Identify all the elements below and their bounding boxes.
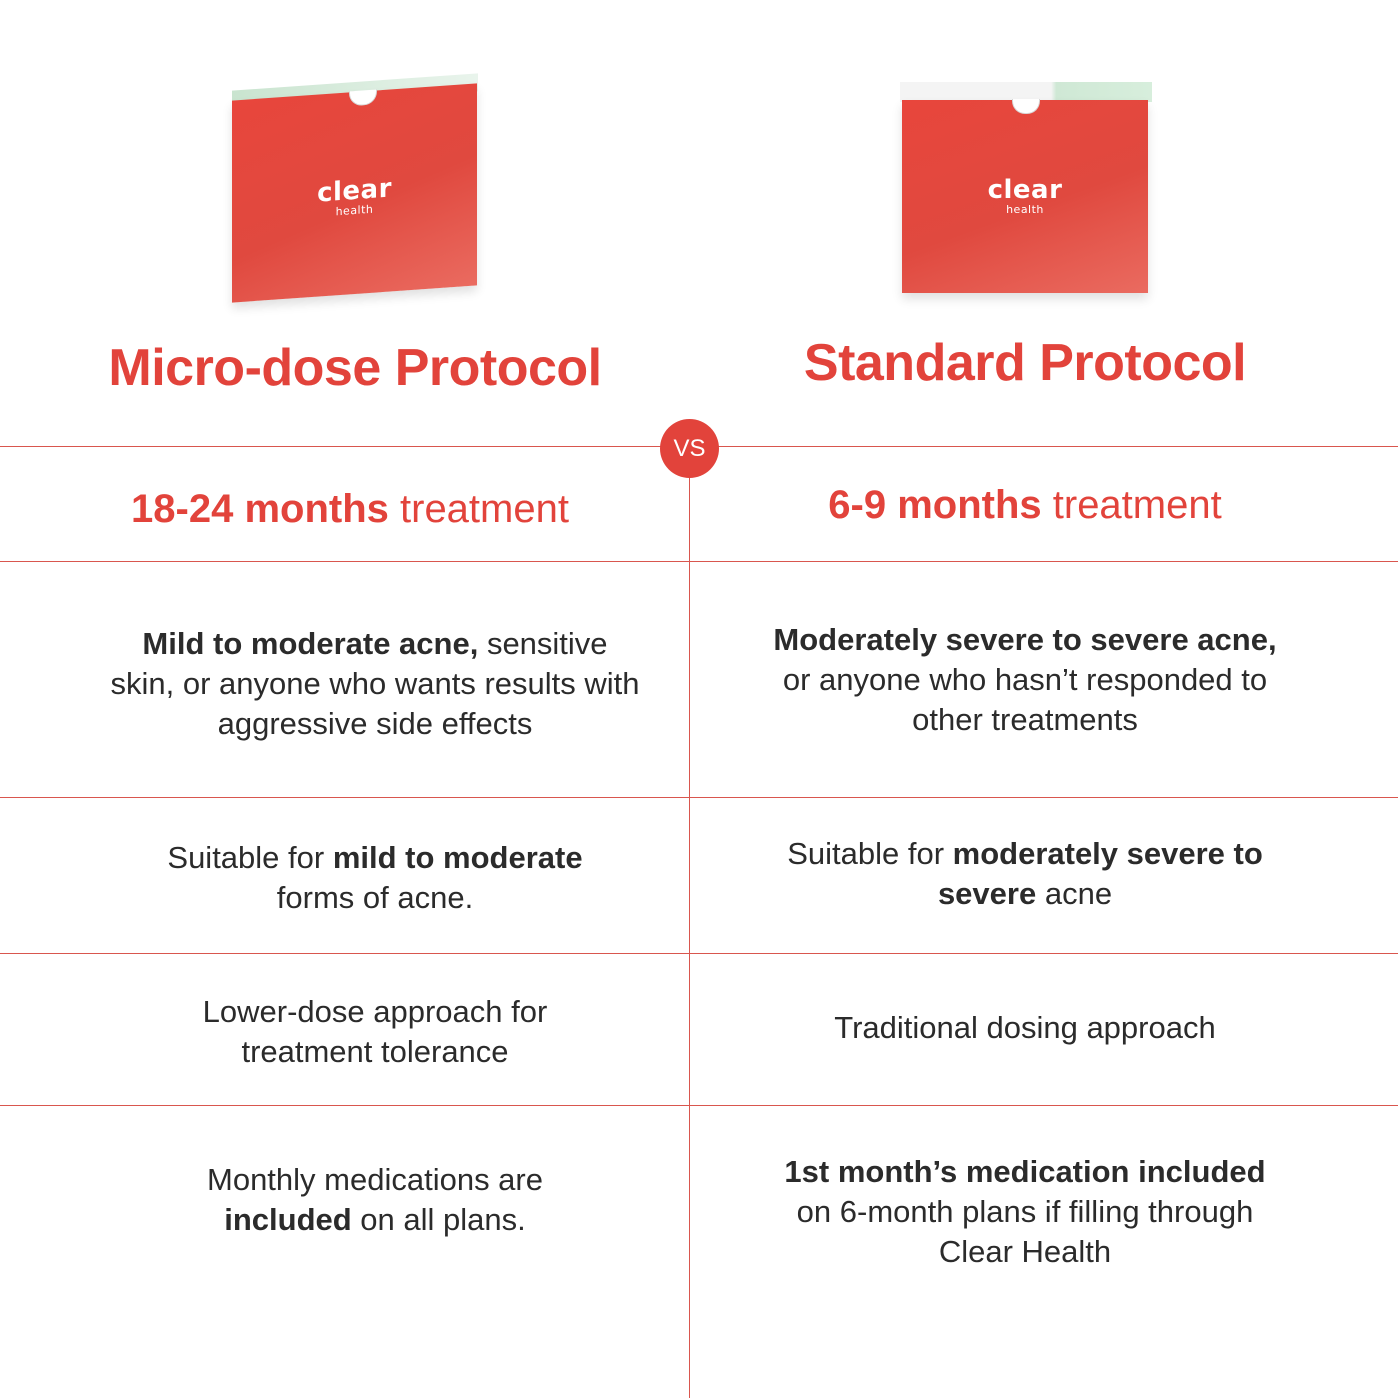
standard-duration: 6-9 months treatment: [715, 481, 1335, 529]
vs-badge: VS: [660, 419, 719, 478]
standard-title: Standard Protocol: [803, 334, 1247, 392]
divider: [0, 1105, 1398, 1106]
microdose-product-box: clear health: [232, 73, 480, 303]
microdose-dosing-text: Lower-dose approach for treatment tolera…: [202, 994, 548, 1069]
clear-health-logo: clear health: [317, 173, 392, 219]
divider: [0, 953, 1398, 954]
microdose-duration: 18-24 months treatment: [40, 485, 660, 533]
duration-label: treatment: [1041, 483, 1222, 527]
standard-medication-text: 1st month’s medication included on 6-mon…: [784, 1154, 1266, 1269]
standard-dosing-text: Traditional dosing approach: [834, 1010, 1216, 1045]
duration-label: treatment: [388, 487, 569, 531]
standard-product-box: clear health: [898, 82, 1154, 294]
microdose-title: Micro-dose Protocol: [108, 339, 602, 397]
column-divider: [689, 446, 690, 1398]
duration-value: 18-24 months: [131, 487, 389, 531]
microdose-candidate-text: Mild to moderate acne, sensitive skin, o…: [110, 626, 640, 741]
microdose-medication-text: Monthly medications are included on all …: [207, 1162, 543, 1237]
clear-health-logo: clear health: [987, 175, 1063, 216]
divider: [0, 561, 1398, 562]
divider: [0, 797, 1398, 798]
standard-candidate-text: Moderately severe to severe acne, or any…: [773, 622, 1277, 737]
microdose-suitability-text: Suitable for mild to moderate forms of a…: [167, 840, 583, 915]
standard-suitability-text: Suitable for moderately severe to severe…: [787, 836, 1263, 911]
duration-value: 6-9 months: [828, 483, 1042, 527]
